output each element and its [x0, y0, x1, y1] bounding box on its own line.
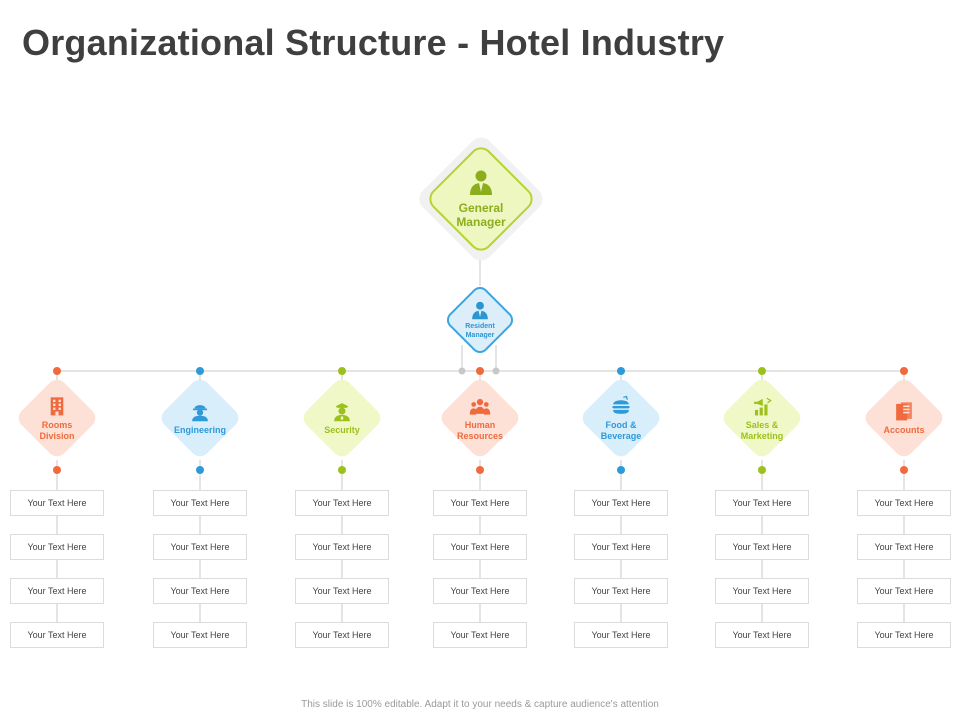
text-box-engineering[interactable]: Your Text Here — [153, 490, 247, 516]
text-box-rooms-division[interactable]: Your Text Here — [10, 578, 104, 604]
manager-icon — [470, 170, 492, 196]
text-box-human-resources[interactable]: Your Text Here — [433, 534, 527, 560]
text-box-human-resources[interactable]: Your Text Here — [433, 578, 527, 604]
connector-dot-top — [476, 367, 484, 375]
text-box-accounts[interactable]: Your Text Here — [857, 578, 951, 604]
ledger-icon — [896, 402, 912, 421]
text-box-rooms-division[interactable]: Your Text Here — [10, 490, 104, 516]
connector-dot-top — [900, 367, 908, 375]
text-box-rooms-division[interactable]: Your Text Here — [10, 534, 104, 560]
department-node-sales-and-marketing: Sales & Marketing — [719, 375, 805, 461]
department-node-accounts: Accounts — [861, 375, 947, 461]
connector-dot-bottom — [900, 466, 908, 474]
text-box-sales-and-marketing[interactable]: Your Text Here — [715, 622, 809, 648]
text-box-engineering[interactable]: Your Text Here — [153, 622, 247, 648]
resident-manager-label: Resident Manager — [465, 323, 495, 339]
text-box-rooms-division[interactable]: Your Text Here — [10, 622, 104, 648]
department-node-security: Security — [299, 375, 385, 461]
connector-dot-top — [758, 367, 766, 375]
text-box-security[interactable]: Your Text Here — [295, 578, 389, 604]
connector-dot-bottom — [476, 466, 484, 474]
resident-manager-icon — [472, 302, 488, 320]
department-node-engineering: Engineering — [157, 375, 243, 461]
connector-dot-top — [196, 367, 204, 375]
text-box-food-and-beverage[interactable]: Your Text Here — [574, 622, 668, 648]
connector-dot-bottom — [196, 466, 204, 474]
text-box-sales-and-marketing[interactable]: Your Text Here — [715, 534, 809, 560]
text-box-food-and-beverage[interactable]: Your Text Here — [574, 490, 668, 516]
text-box-accounts[interactable]: Your Text Here — [857, 534, 951, 560]
connector-dot-bottom — [338, 466, 346, 474]
food-icon — [612, 395, 630, 415]
text-box-food-and-beverage[interactable]: Your Text Here — [574, 578, 668, 604]
department-label-engineering: Engineering — [173, 425, 226, 436]
text-box-food-and-beverage[interactable]: Your Text Here — [574, 534, 668, 560]
text-box-human-resources[interactable]: Your Text Here — [433, 622, 527, 648]
footer-note: This slide is 100% editable. Adapt it to… — [301, 699, 659, 710]
general-manager-node: General Manager — [414, 132, 548, 266]
connector-dot-bottom — [617, 466, 625, 474]
department-label-sales-and-marketing: Sales & Marketing — [740, 420, 784, 441]
department-node-rooms-division: Rooms Division — [14, 375, 100, 461]
department-label-security: Security — [324, 425, 360, 436]
department-label-rooms-division: Rooms Division — [39, 420, 75, 441]
general-manager-label: General Manager — [456, 201, 506, 229]
resident-manager-node: Resident Manager — [443, 283, 517, 357]
department-node-human-resources: Human Resources — [437, 375, 523, 461]
connector-dot-top — [338, 367, 346, 375]
text-box-accounts[interactable]: Your Text Here — [857, 622, 951, 648]
text-box-accounts[interactable]: Your Text Here — [857, 490, 951, 516]
text-box-security[interactable]: Your Text Here — [295, 490, 389, 516]
connector-dot-bottom — [758, 466, 766, 474]
text-box-engineering[interactable]: Your Text Here — [153, 534, 247, 560]
people-group-icon — [469, 399, 491, 415]
department-node-food-and-beverage: Food & Beverage — [578, 375, 664, 461]
page-title: Organizational Structure - Hotel Industr… — [22, 22, 725, 63]
text-box-sales-and-marketing[interactable]: Your Text Here — [715, 490, 809, 516]
connector-dot-top — [53, 367, 61, 375]
text-box-human-resources[interactable]: Your Text Here — [433, 490, 527, 516]
text-box-engineering[interactable]: Your Text Here — [153, 578, 247, 604]
department-label-food-and-beverage: Food & Beverage — [600, 420, 642, 441]
connector-dot-top — [617, 367, 625, 375]
department-label-human-resources: Human Resources — [456, 420, 504, 441]
engineer-icon — [192, 405, 208, 422]
bus-junction-left — [458, 367, 466, 375]
text-box-security[interactable]: Your Text Here — [295, 534, 389, 560]
department-label-accounts: Accounts — [883, 425, 925, 436]
bus-junction-right — [492, 367, 500, 375]
security-guard-icon — [334, 403, 350, 422]
megaphone-chart-icon — [754, 397, 772, 416]
text-box-sales-and-marketing[interactable]: Your Text Here — [715, 578, 809, 604]
connector-dot-bottom — [53, 466, 61, 474]
building-icon — [50, 397, 64, 416]
text-box-security[interactable]: Your Text Here — [295, 622, 389, 648]
